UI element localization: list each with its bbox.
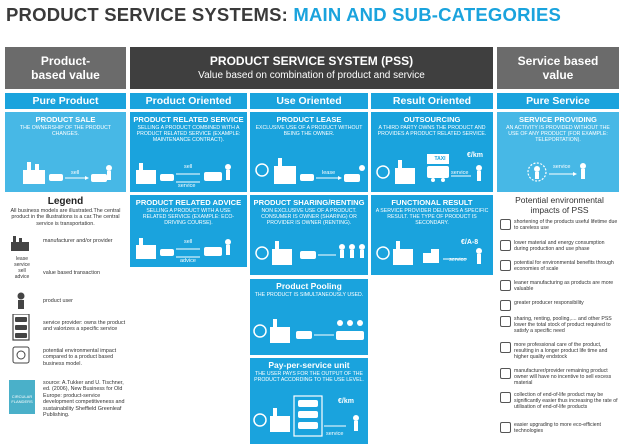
service-label: service <box>449 257 467 263</box>
legend-title: Legend <box>47 196 84 207</box>
page-title: PRODUCT SERVICE SYSTEMS: MAIN AND SUB-CA… <box>6 4 561 26</box>
impact-icon <box>500 342 511 353</box>
advice-legend-label: advice <box>14 274 30 280</box>
box-title: PRODUCT RELATED ADVICE <box>135 198 242 207</box>
impact-icon <box>500 260 511 271</box>
service-legend-label: service <box>14 262 30 268</box>
box-title: PRODUCT SALE <box>35 115 96 124</box>
legend-items: manufacturer and/or provider lease servi… <box>5 232 126 447</box>
transaction-labels: lease service sell advice <box>7 256 37 280</box>
recycle-icon <box>12 346 30 364</box>
lease-label: lease <box>322 170 336 176</box>
box-product-sharing: PRODUCT SHARING/RENTING NON EXCLUSIVE US… <box>250 195 368 275</box>
sell-label: sell <box>184 164 193 170</box>
pay-per-service-illustration <box>253 395 359 437</box>
box-product-related-advice: PRODUCT RELATED ADVICE SELLING A PRODUCT… <box>130 195 247 267</box>
category-pure-service: Pure Service <box>497 93 619 109</box>
functional-result-illustration <box>376 241 482 265</box>
box-desc: THE PRODUCT IS SIMULTANEOUSLY USED. <box>254 292 364 298</box>
service-based-header: Service based value <box>497 47 619 89</box>
pss-title: PRODUCT SERVICE SYSTEM (PSS) <box>209 54 414 68</box>
title-part1: PRODUCT SERVICE SYSTEMS: <box>6 4 289 25</box>
sell-legend-label: sell <box>18 268 26 274</box>
box-product-related-service: PRODUCT RELATED SERVICE SELLING A PRODUC… <box>130 112 247 192</box>
legend-intro: All business models are illustrated.The … <box>10 208 121 227</box>
box-pay-per-service: Pay-per-service unit THE USER PAYS FOR T… <box>250 358 368 444</box>
advice-label: advice <box>180 258 196 264</box>
box-desc: AN ACTIVITY IS PROVIDED WITHOUT THE USE … <box>506 125 610 144</box>
legend-service-provider: service provider: owns the product and v… <box>43 320 126 333</box>
sharing-illustration <box>255 241 365 265</box>
category-result-oriented: Result Oriented <box>371 93 493 109</box>
outsourcing-illustration <box>376 154 482 184</box>
category-use-oriented: Use Oriented <box>250 93 368 109</box>
legend-source: source: A.Tukker and U. Tischner, ed. (2… <box>43 380 125 419</box>
impact-icon <box>500 392 511 403</box>
service-providing-illustration <box>527 162 586 182</box>
legend-manufacturer: manufacturer and/or provider <box>43 238 113 244</box>
title-part2: MAIN AND SUB-CATEGORIES <box>293 4 562 25</box>
impact-icon <box>500 316 511 327</box>
legend-product-user: product user <box>43 298 73 304</box>
box-desc: THE USER PAYS FOR THE OUTPUT OF THE PROD… <box>254 371 364 384</box>
impact-icon <box>500 368 511 379</box>
box-title: PRODUCT SHARING/RENTING <box>253 198 365 207</box>
service-label: service <box>178 183 196 189</box>
box-product-lease: PRODUCT LEASE EXCLUSIVE USE OF A PRODUCT… <box>250 112 368 192</box>
lease-illustration <box>255 158 365 184</box>
box-product-sale: PRODUCT SALE THE OWNERSHIP OF THE PRODUC… <box>5 112 126 192</box>
sell-label: sell <box>71 170 80 176</box>
impact-icon <box>500 219 511 230</box>
box-desc: SELLING A PRODUCT COMBINED WITH A PRODUC… <box>136 125 241 144</box>
box-desc: NON EXCLUSIVE USE OF A PRODUCT. CONSUMER… <box>261 208 357 227</box>
service-provider-icon <box>12 314 30 341</box>
box-title: PRODUCT RELATED SERVICE <box>133 115 244 124</box>
box-title: Product Pooling <box>276 281 342 291</box>
service-illustration <box>136 163 231 184</box>
factory-icon <box>11 236 29 251</box>
box-desc: SELLING A PRODUCT WITH A USE RELATED SER… <box>142 208 235 227</box>
impacts-title: Potential environmental impacts of PSS <box>515 195 604 215</box>
box-title: Pay-per-service unit <box>268 360 350 370</box>
box-service-providing: SERVICE PROVIDING AN ACTIVITY IS PROVIDE… <box>497 112 619 192</box>
box-desc: THE OWNERSHIP OF THE PRODUCT CHANGES. <box>19 125 112 138</box>
box-outsourcing: OUTSOURCING A THIRD PARTY OWNS THE PRODU… <box>371 112 493 192</box>
lease-legend-label: lease <box>16 256 28 262</box>
impact-icon <box>500 280 511 291</box>
service-label: service <box>451 170 469 176</box>
service-label: service <box>553 164 571 170</box>
category-pure-product: Pure Product <box>5 93 126 109</box>
box-title: SERVICE PROVIDING <box>519 115 597 124</box>
impact-icon <box>500 300 511 311</box>
box-desc: EXCLUSIVE USE OF A PRODUCT WITHOUT BEING… <box>255 125 363 138</box>
box-desc: A SERVICE PROVIDER DELIVERS A SPECIFIC R… <box>375 208 489 227</box>
sell-label: sell <box>184 239 193 245</box>
pss-subtitle: Value based on combination of product an… <box>198 70 425 81</box>
taxi-label: TAXI <box>434 156 446 162</box>
circular-flanders-logo: CIRCULAR FLANDERS <box>9 380 35 414</box>
box-product-pooling: Product Pooling THE PRODUCT IS SIMULTANE… <box>250 279 368 355</box>
impact-icon <box>500 422 511 433</box>
box-functional-result: FUNCTIONAL RESULT A SERVICE PROVIDER DEL… <box>371 195 493 275</box>
user-icon <box>17 292 25 309</box>
box-desc: A THIRD PARTY OWNS THE PRODUCT AND PROVI… <box>377 125 487 138</box>
impact-icon <box>500 240 511 251</box>
box-title: OUTSOURCING <box>403 115 461 124</box>
eur-a8-label: €/A-8 <box>461 239 479 246</box>
legend-impact: potential environmental impact compared … <box>43 348 117 367</box>
box-title: PRODUCT LEASE <box>276 115 342 124</box>
category-product-oriented: Product Oriented <box>130 93 247 109</box>
legend-transaction: value based transaction <box>43 270 100 276</box>
eur-km-label: €/km <box>467 152 483 159</box>
box-title: FUNCTIONAL RESULT <box>391 198 473 207</box>
advice-illustration <box>136 238 231 259</box>
pss-header: PRODUCT SERVICE SYSTEM (PSS) Value based… <box>130 47 493 89</box>
eur-km-label: €/km <box>338 398 354 405</box>
factory-car-sell-illustration <box>23 162 112 184</box>
product-based-header: Product- based value <box>5 47 126 89</box>
service-label: service <box>326 431 344 437</box>
pooling-illustration <box>253 319 364 343</box>
